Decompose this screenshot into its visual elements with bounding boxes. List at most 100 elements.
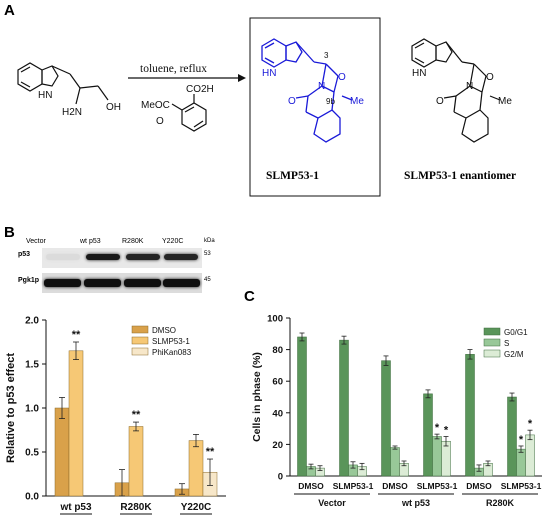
product-n: N — [318, 81, 325, 92]
reaction-arrow-head — [238, 74, 246, 82]
y-axis-label: Cells in phase (%) — [251, 352, 263, 442]
reagent-acid: CO2H — [186, 84, 214, 95]
significance-marker: * — [444, 425, 449, 437]
legend-label: G0/G1 — [504, 328, 528, 337]
legend-swatch — [131, 325, 149, 334]
condition-label: DMSO — [298, 481, 324, 491]
significance-marker: ** — [72, 329, 81, 341]
reagent-carbonyl: O — [156, 116, 164, 127]
y-tick-label: 0 — [278, 472, 283, 483]
bar — [516, 448, 526, 477]
group-label: Vector — [318, 498, 346, 508]
y-tick-label: 0.5 — [25, 448, 39, 459]
group-label: wt p53 — [401, 498, 430, 508]
legend-swatch — [483, 338, 501, 347]
y-tick-label: 1.0 — [25, 404, 39, 415]
blot-row-label: p53 — [18, 251, 31, 258]
slmp53-1-structure — [261, 38, 353, 143]
blot-lane-label: R280K — [122, 238, 144, 245]
legend-label: S — [504, 339, 509, 348]
y-tick-label: 60 — [272, 377, 283, 388]
product-c3: 3 — [324, 51, 329, 60]
significance-marker: * — [435, 422, 440, 434]
bar — [432, 436, 442, 477]
legend-label: DMSO — [152, 326, 176, 335]
condition-label: DMSO — [466, 481, 492, 491]
legend-label: PhiKan083 — [152, 348, 192, 357]
enantiomer-structure — [411, 38, 501, 143]
bar — [68, 350, 84, 497]
reaction-condition: toluene, reflux — [140, 63, 207, 75]
condition-label: SLMP53-1 — [501, 481, 542, 491]
significance-marker: ** — [206, 446, 215, 458]
bar — [465, 354, 475, 477]
y-tick-label: 40 — [272, 408, 283, 419]
legend-swatch — [483, 327, 501, 336]
reagent-structure — [171, 94, 207, 132]
bar — [423, 393, 433, 477]
reaction-scheme: HN H2N OH toluene, reflux CO2H MeOC O H — [17, 17, 512, 197]
blot-lane-label: Vector — [26, 238, 46, 245]
blot-strip-p53 — [42, 248, 202, 268]
bar — [188, 440, 204, 497]
x-tick-label: Y220C — [181, 502, 212, 513]
x-tick-label: wt p53 — [59, 502, 92, 513]
blot-row-label: Pgk1p — [18, 277, 40, 284]
bar — [441, 440, 451, 477]
blot-band — [124, 279, 161, 287]
panel-letter-a: A — [4, 2, 15, 19]
y-tick-label: 20 — [272, 440, 283, 451]
enantiomer-n: N — [466, 81, 473, 92]
condition-label: SLMP53-1 — [333, 481, 374, 491]
blot-band — [163, 279, 200, 287]
group-label: R280K — [486, 498, 515, 508]
blot-kda-header: kDa — [204, 238, 215, 244]
blot-band — [164, 254, 198, 260]
start-nh2: H2N — [62, 107, 82, 118]
bar — [54, 407, 70, 497]
product-label: SLMP53-1 — [266, 170, 320, 182]
product-keto: O — [288, 96, 296, 107]
blot-strip-pgk1p — [42, 273, 202, 293]
y-tick-label: 100 — [267, 314, 283, 325]
legend-label: G2/M — [504, 350, 524, 359]
product-c9b: 9b — [326, 97, 335, 106]
panel-letter-b: B — [4, 224, 15, 241]
blot-band — [44, 279, 81, 287]
legend-swatch — [131, 347, 149, 356]
bar — [339, 339, 349, 477]
western-blot: Vector wt p53 R280K Y220C kDa p53 53 Pgk… — [18, 238, 220, 302]
y-tick-label: 80 — [272, 345, 283, 356]
legend-label: SLMP53-1 — [152, 337, 190, 346]
product-nh: HN — [262, 68, 276, 79]
blot-lane-label: Y220C — [162, 238, 184, 245]
x-tick-label: R280K — [120, 502, 152, 513]
significance-marker: * — [528, 418, 533, 430]
y-tick-label: 1.5 — [25, 360, 39, 371]
bar — [297, 336, 307, 477]
legend-swatch — [131, 336, 149, 345]
bar — [507, 396, 517, 477]
bar — [381, 360, 391, 477]
significance-marker: ** — [132, 409, 141, 421]
significance-marker: * — [519, 434, 524, 446]
blot-band — [86, 254, 120, 260]
condition-label: SLMP53-1 — [417, 481, 458, 491]
bar — [128, 426, 144, 497]
blot-band — [46, 254, 80, 260]
blot-kda: 53 — [204, 251, 211, 257]
blot-lane-label: wt p53 — [80, 238, 101, 245]
condition-label: DMSO — [382, 481, 408, 491]
enantiomer-keto: O — [436, 96, 444, 107]
enantiomer-me: Me — [498, 96, 512, 107]
blot-band — [84, 279, 121, 287]
reagent-ester: MeOC — [141, 100, 170, 111]
y-tick-label: 2.0 — [25, 316, 39, 327]
product-o: O — [338, 72, 346, 83]
product-me: Me — [350, 96, 364, 107]
bar — [390, 447, 400, 477]
y-tick-label: 0.0 — [25, 492, 39, 503]
bar — [525, 434, 535, 477]
start-oh: OH — [106, 102, 121, 113]
